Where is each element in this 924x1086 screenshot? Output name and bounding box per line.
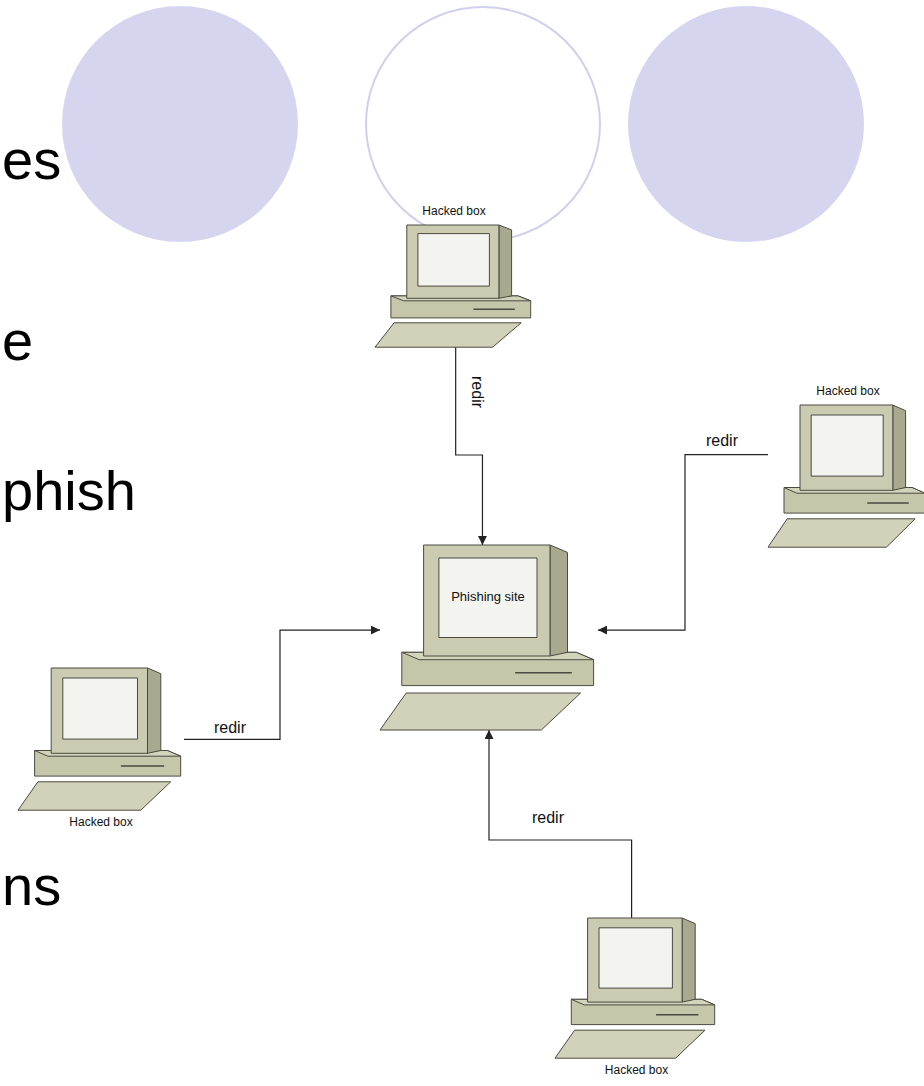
computer-part (893, 405, 906, 490)
edge-label: redir (468, 374, 486, 410)
computer-part (867, 502, 909, 504)
computer-icon (18, 668, 181, 810)
computer-part (390, 296, 530, 301)
computer-part (784, 487, 924, 493)
deco-circle (366, 7, 600, 241)
slide-text: phish (2, 463, 136, 519)
computer-part (599, 928, 672, 988)
slide-text: es (2, 132, 61, 188)
node-title: Phishing site (451, 590, 525, 605)
computer-part (417, 233, 489, 286)
computer-part (784, 487, 924, 513)
computer-part (515, 672, 572, 674)
redirect-arrow (489, 730, 632, 918)
computer-icon (380, 545, 594, 730)
computer-part (498, 225, 511, 298)
computer-part (51, 668, 147, 753)
computer-part (571, 999, 714, 1024)
computer-part (402, 652, 594, 659)
node-caption: Hacked box (768, 385, 924, 399)
edge-label: redir (704, 432, 740, 450)
computer-part (35, 751, 181, 777)
computer-part (571, 999, 714, 1005)
computer-node: Hacked box (555, 918, 718, 1078)
redirect-arrow (456, 347, 483, 545)
computer-part (18, 782, 171, 810)
computer-icon (768, 405, 924, 547)
computer-part (473, 308, 514, 310)
computer-icon (375, 225, 531, 347)
computer-node: Hacked box (768, 385, 924, 547)
computer-part (656, 1014, 698, 1016)
computer-outline (555, 918, 718, 1058)
computer-part (439, 558, 537, 638)
computer-node: Hacked box (18, 668, 184, 830)
deco-circle (62, 6, 298, 242)
slide-text: ns (2, 858, 61, 914)
computer-part (588, 918, 683, 1002)
computer-part (682, 918, 695, 1002)
node-caption: Hacked box (370, 205, 538, 219)
server-node: Phishing site (380, 545, 598, 730)
computer-part (121, 765, 164, 767)
computer-part (406, 225, 498, 298)
computer-part (768, 519, 915, 547)
deco-circle (628, 6, 864, 242)
computer-node: Hacked box (370, 205, 538, 347)
slide-text: e (2, 313, 33, 369)
computer-part (555, 1030, 705, 1058)
computer-part (402, 652, 594, 685)
computer-part (35, 751, 181, 757)
computer-part (424, 545, 550, 656)
edge-label: redir (212, 719, 248, 737)
computer-outline (380, 545, 598, 730)
edge-label: redir (530, 809, 566, 827)
computer-outline (18, 668, 184, 810)
computer-part (390, 296, 530, 318)
node-caption: Hacked box (18, 816, 184, 830)
computer-icon (555, 918, 715, 1058)
computer-part (375, 323, 521, 347)
computer-part (800, 405, 893, 490)
computer-part (811, 415, 883, 476)
computer-part (148, 668, 161, 753)
node-caption: Hacked box (555, 1064, 718, 1078)
computer-part (550, 545, 568, 656)
computer-part (63, 678, 138, 739)
computer-part (380, 693, 581, 730)
computer-outline (768, 405, 924, 547)
redirect-arrow (184, 630, 380, 739)
computer-outline (375, 225, 534, 347)
redirect-arrow (598, 455, 768, 630)
